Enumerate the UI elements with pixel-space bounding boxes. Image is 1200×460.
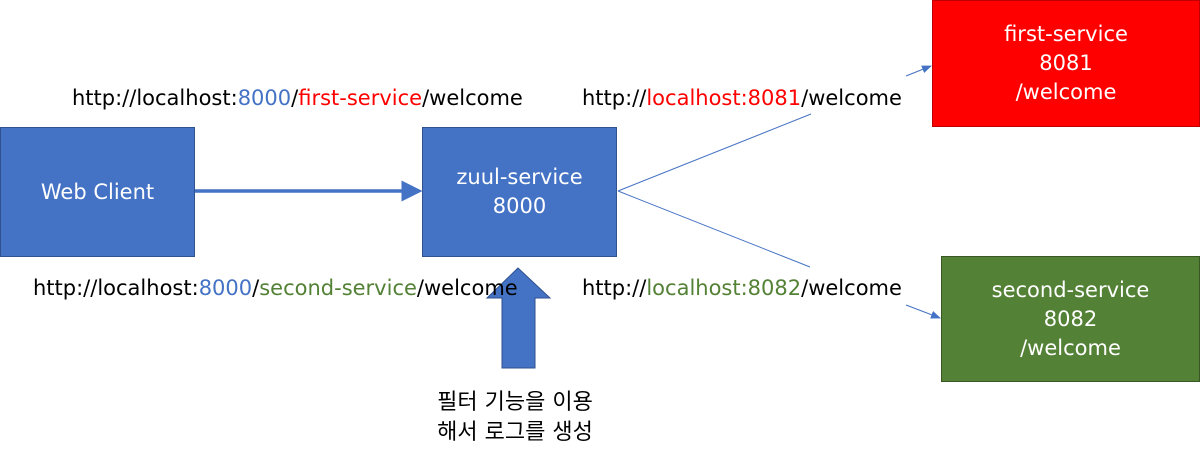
url-path: /welcome [801, 276, 902, 300]
url-host: localhost:8082 [646, 276, 802, 300]
url-first-service-direct: http://localhost:8081/welcome [582, 85, 902, 111]
url-host: localhost:8081 [646, 86, 802, 110]
web-client-box: Web Client [0, 127, 195, 257]
filter-caption-line-2: 해서 로그를 생성 [437, 420, 593, 445]
url-second-service-direct: http://localhost:8082/welcome [582, 275, 902, 301]
url-prefix: http://localhost: [72, 86, 238, 110]
zuul-service-port: 8000 [492, 194, 547, 218]
zuul-service-name: zuul-service [456, 165, 583, 189]
url-path: /welcome [422, 86, 523, 110]
url-service-name: first-service [298, 86, 423, 110]
url-separator: / [291, 86, 299, 110]
url-path: /welcome [416, 276, 518, 300]
url-zuul-port: 8000 [198, 276, 253, 300]
zuul-to-first-line [617, 113, 812, 192]
first-service-path: /welcome [1015, 80, 1117, 104]
url-prefix: http:// [582, 276, 647, 300]
web-client-label: Web Client [40, 179, 155, 204]
filter-up-arrow [485, 267, 552, 369]
url-prefix: http://localhost: [33, 276, 199, 300]
first-service-port: 8081 [1039, 51, 1093, 75]
zuul-service-box: zuul-service 8000 [422, 127, 617, 257]
url-second-service-via-zuul: http://localhost:8000/second-service/wel… [33, 275, 518, 301]
second-service-name: second-service [991, 277, 1150, 302]
second-service-arrow [905, 304, 941, 319]
url-first-service-via-zuul: http://localhost:8000/first-service/welc… [72, 85, 523, 111]
filter-caption: 필터 기능을 이용 해서 로그를 생성 [400, 388, 630, 448]
url-zuul-port: 8000 [237, 86, 292, 110]
zuul-to-second-line [617, 190, 811, 268]
second-service-path: /welcome [1020, 335, 1121, 360]
url-path: /welcome [801, 86, 902, 110]
filter-caption-line-1: 필터 기능을 이용 [437, 390, 593, 415]
first-service-box: first-service 8081 /welcome [932, 0, 1200, 127]
url-service-name: second-service [259, 276, 417, 300]
first-service-arrow [905, 65, 932, 77]
second-service-port: 8082 [1043, 306, 1098, 331]
first-service-name: first-service [1004, 22, 1128, 46]
second-service-box: second-service 8082 /welcome [941, 256, 1200, 382]
url-prefix: http:// [582, 86, 647, 110]
url-separator: / [252, 276, 260, 300]
